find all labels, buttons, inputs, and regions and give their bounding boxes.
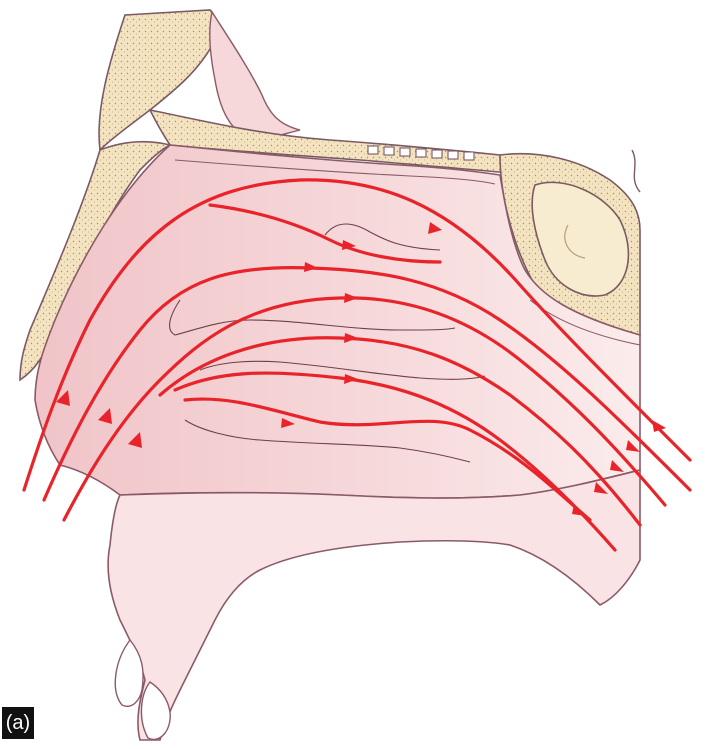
soft-palate <box>108 470 640 740</box>
panel-label: (a) <box>2 707 34 739</box>
airflow-arrow-icon <box>652 420 666 432</box>
frontal-sinus-tissue <box>210 12 300 140</box>
posterior-outline <box>632 150 640 192</box>
